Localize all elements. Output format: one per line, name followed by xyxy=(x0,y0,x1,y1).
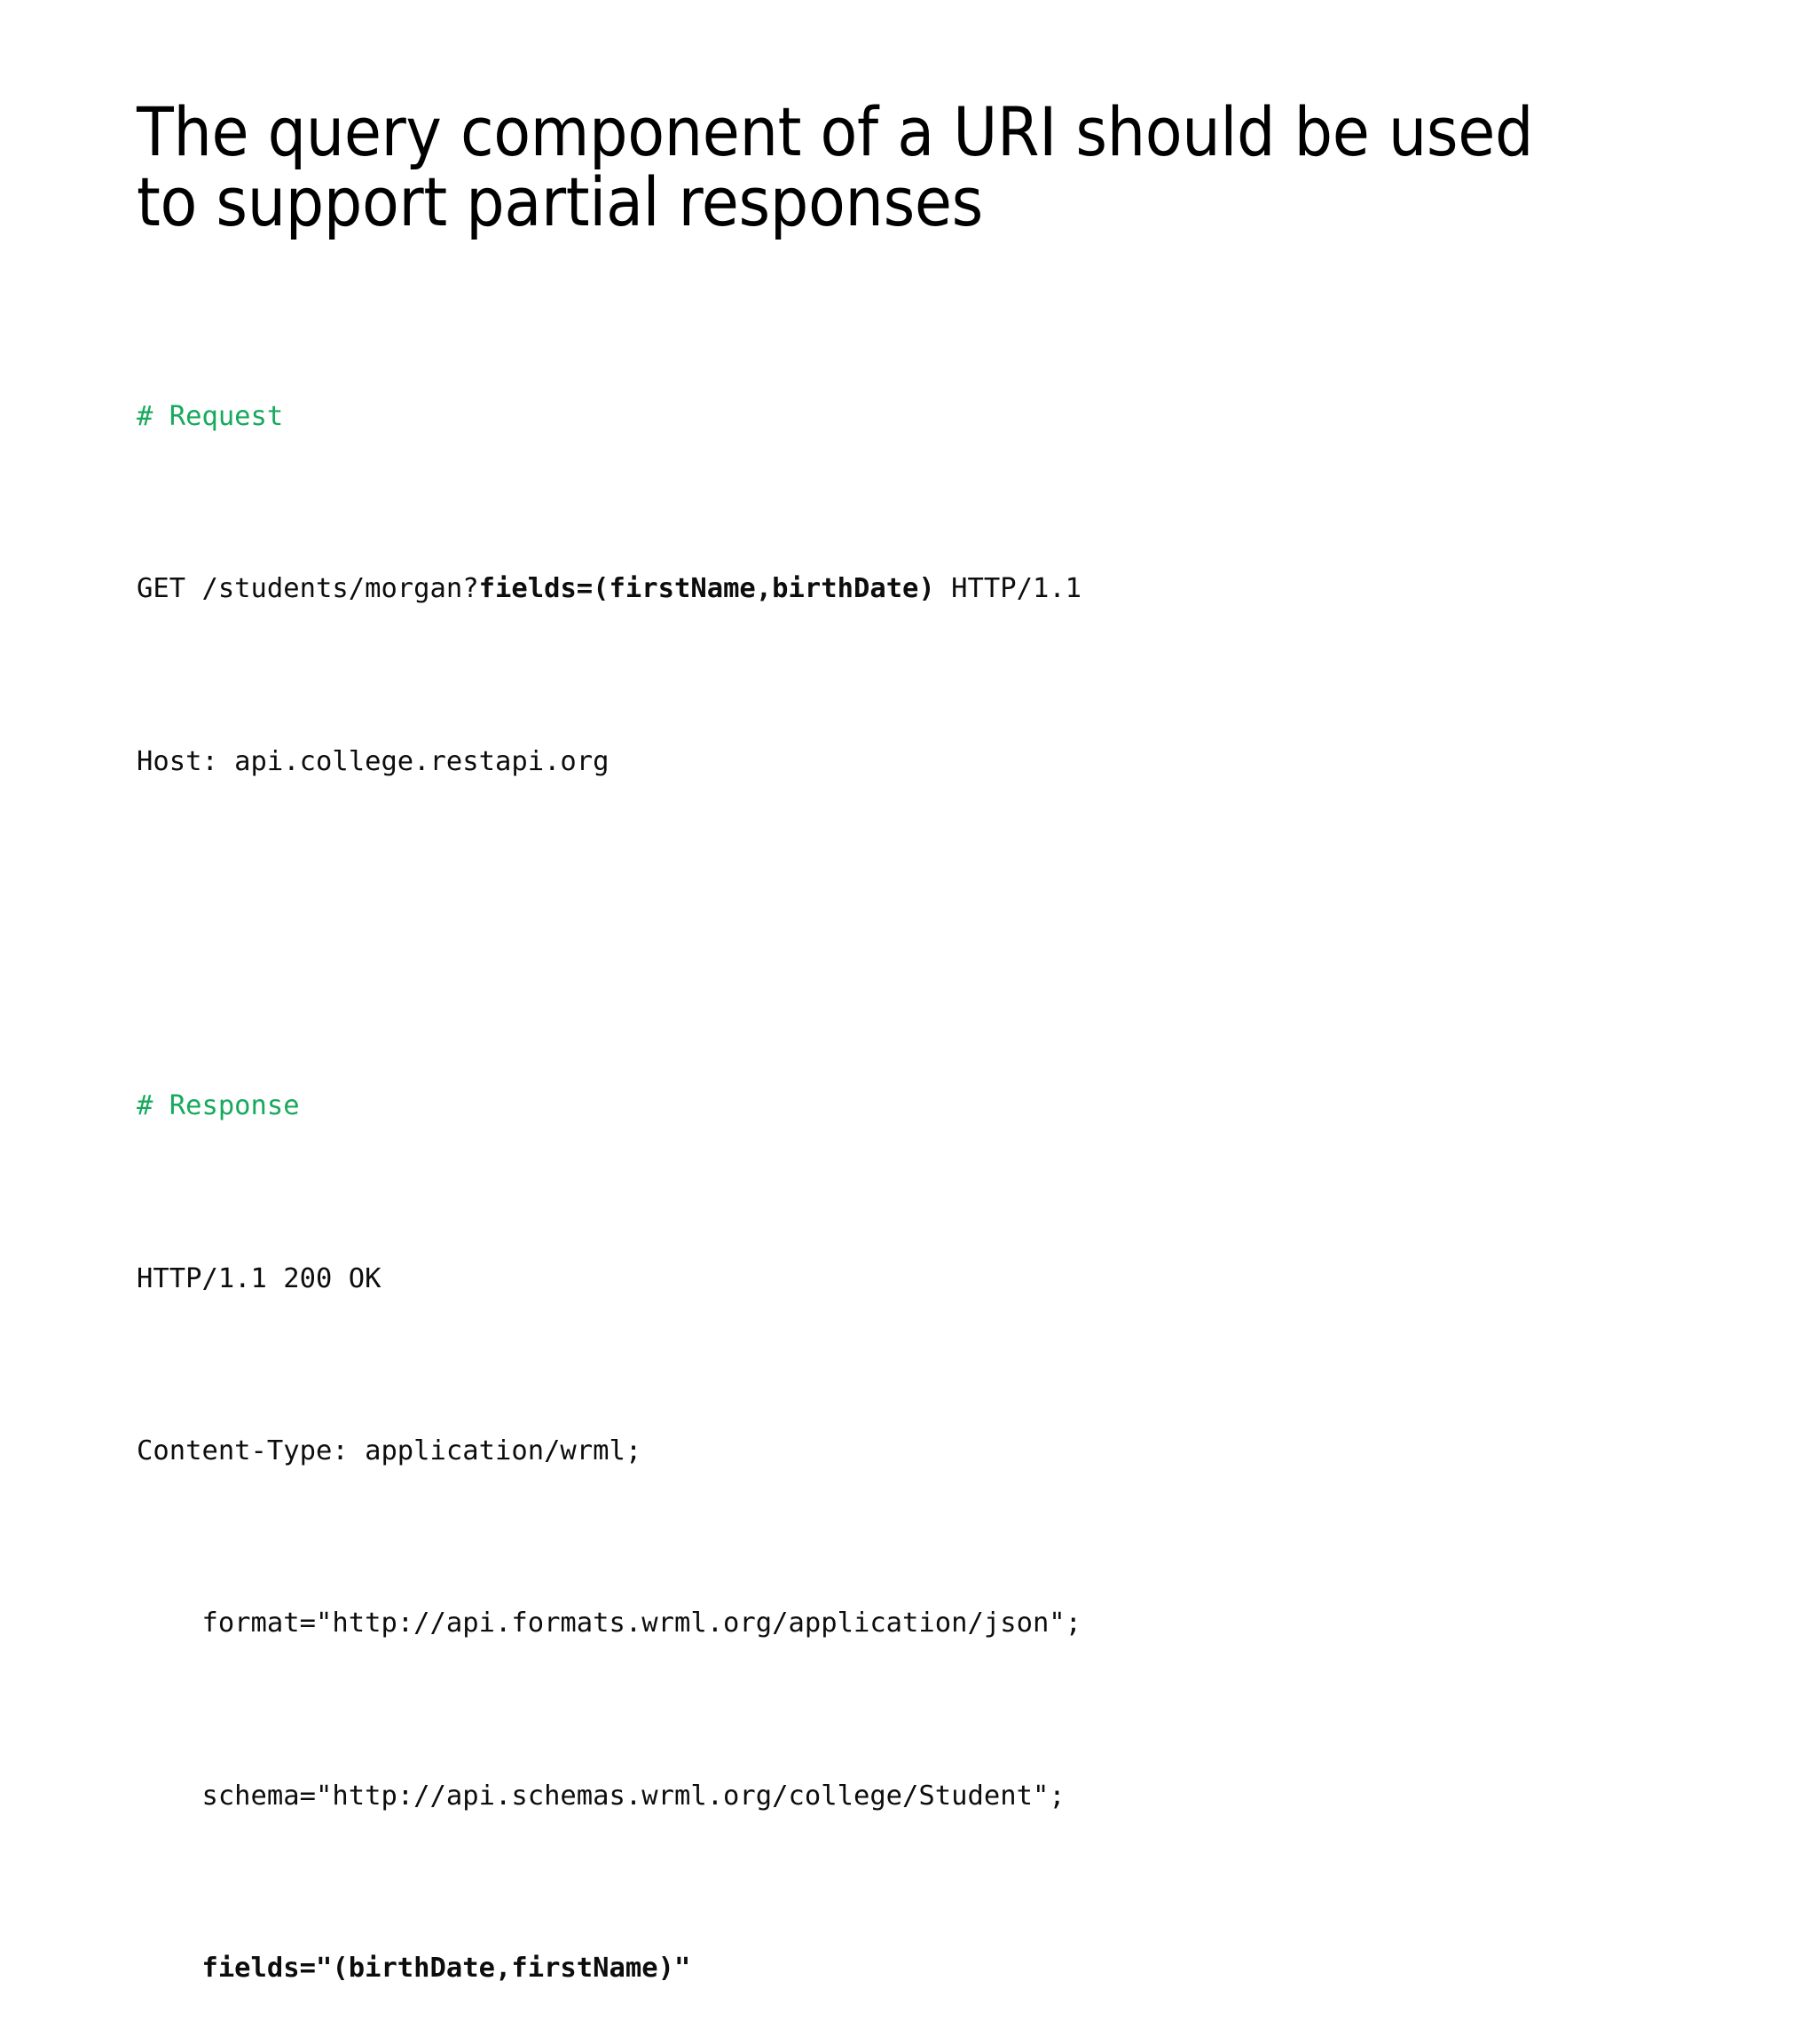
request-host-line: Host: api.college.restapi.org xyxy=(137,745,610,777)
response-comment: # Response xyxy=(137,1090,300,1122)
request-line-prefix: GET /students/morgan? xyxy=(137,573,479,605)
response-fields-emphasis: fields="(birthDate,firstName)" xyxy=(201,1953,691,1985)
request-line: GET /students/morgan?fields=(firstName,b… xyxy=(137,568,1467,611)
response-fields-indent xyxy=(137,1953,201,1984)
request-line-emphasis: fields=(firstName,birthDate) xyxy=(478,573,935,605)
page-title: The query component of a URI should be u… xyxy=(137,91,1553,241)
response-fields-line: fields="(birthDate,firstName)" xyxy=(137,1947,1467,1991)
response-content-type-line: Content-Type: application/wrml; xyxy=(137,1435,642,1467)
request-comment: # Request xyxy=(137,400,284,432)
request-line-suffix: HTTP/1.1 xyxy=(934,573,1082,605)
response-schema-line: schema="http://api.schemas.wrml.org/coll… xyxy=(137,1780,1066,1812)
code-sample: # Request GET /students/morgan?fields=(f… xyxy=(137,266,1467,2044)
slide-canvas: The query component of a URI should be u… xyxy=(137,91,1553,1985)
response-format-line: format="http://api.formats.wrml.org/appl… xyxy=(137,1608,1082,1639)
code-spacer xyxy=(137,913,1467,956)
response-status-line: HTTP/1.1 200 OK xyxy=(137,1262,381,1294)
